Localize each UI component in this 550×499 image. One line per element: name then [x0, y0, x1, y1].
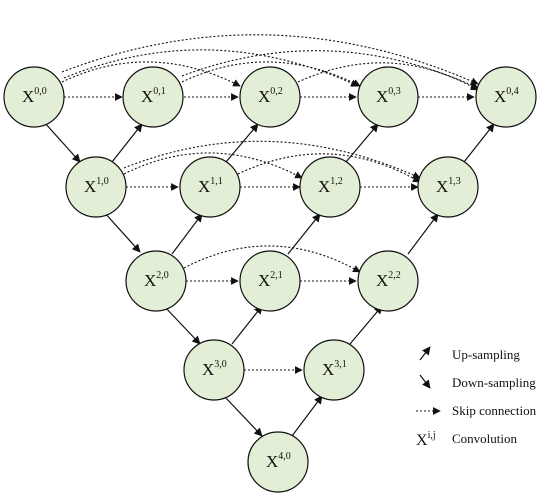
node-base: X	[258, 87, 270, 106]
skip-x01-x03	[181, 61, 361, 87]
legend: Up-sampling Down-sampling Skip connectio…	[416, 346, 537, 449]
svg-text:X1,0: X1,0	[84, 176, 109, 196]
node-base: X	[318, 177, 330, 196]
up-x12-x03	[345, 123, 379, 163]
node-sup: 0,2	[270, 86, 283, 97]
node-x03: X0,3	[357, 66, 419, 128]
skip-x11-x13	[237, 153, 421, 183]
legend-up-label: Up-sampling	[452, 347, 520, 362]
node-x00: X0,0	[3, 66, 65, 128]
node-base: X	[84, 177, 96, 196]
node-base: X	[494, 87, 506, 106]
node-x02: X0,2	[239, 66, 301, 128]
skip-x10-x12	[123, 152, 303, 179]
up-x21-x12	[287, 213, 321, 255]
up-sampling-edges	[111, 123, 495, 437]
svg-text:X1,1: X1,1	[198, 176, 223, 196]
up-x31-x22	[349, 305, 383, 345]
legend-skip-label: Skip connection	[452, 403, 537, 418]
svg-text:X0,2: X0,2	[258, 86, 283, 106]
legend-down-arrow-icon	[419, 374, 431, 389]
up-x13-x04	[463, 123, 495, 163]
skip-connections	[61, 34, 479, 374]
skip-x00-x02	[61, 61, 241, 87]
node-sup: 0,0	[34, 86, 47, 97]
node-sup: 4,0	[278, 451, 291, 462]
node-base: X	[198, 177, 210, 196]
node-sup: 0,4	[506, 86, 519, 97]
node-x31: X3,1	[303, 339, 365, 401]
node-base: X	[266, 452, 278, 471]
legend-up-arrow-icon	[419, 346, 431, 361]
node-x11: X1,1	[179, 156, 241, 218]
node-x21: X2,1	[239, 250, 301, 312]
down-x20-x30	[163, 305, 201, 345]
node-x30: X3,0	[183, 339, 245, 401]
up-x30-x21	[231, 305, 263, 345]
down-x30-x40	[223, 395, 263, 437]
node-x20: X2,0	[125, 250, 187, 312]
node-base: X	[22, 87, 34, 106]
legend-conv-label: Convolution	[452, 431, 518, 446]
up-x40-x31	[291, 395, 323, 437]
up-x11-x02	[225, 123, 259, 163]
skip-x00-x03	[63, 49, 359, 87]
node-sup: 1,1	[210, 176, 223, 187]
node-x40: X4,0	[247, 431, 309, 493]
svg-text:X3,0: X3,0	[202, 359, 227, 379]
svg-text:X0,3: X0,3	[376, 86, 401, 106]
node-sup: 2,2	[388, 270, 401, 281]
skip-x01-x04	[181, 50, 479, 89]
svg-text:X0,0: X0,0	[22, 86, 47, 106]
node-base: X	[322, 360, 334, 379]
node-base: X	[144, 271, 156, 290]
down-x00-x10	[43, 121, 81, 163]
svg-text:X3,1: X3,1	[322, 359, 347, 379]
legend-down-label: Down-sampling	[452, 375, 536, 390]
node-base: X	[258, 271, 270, 290]
node-sup: 1,2	[330, 176, 343, 187]
svg-text:X1,2: X1,2	[318, 176, 343, 196]
node-x01: X0,1	[122, 66, 184, 128]
node-sup: 2,0	[156, 270, 169, 281]
up-x10-x01	[111, 123, 143, 163]
node-base: X	[436, 177, 448, 196]
node-base: X	[141, 87, 153, 106]
node-x12: X1,2	[299, 156, 361, 218]
skip-x02-x04	[297, 62, 479, 91]
svg-text:X2,1: X2,1	[258, 270, 283, 290]
svg-text:X0,4: X0,4	[494, 86, 519, 106]
svg-text:X2,2: X2,2	[376, 270, 401, 290]
skip-x10-x13	[123, 140, 421, 179]
node-sup: 3,1	[334, 359, 347, 370]
node-base: X	[376, 87, 388, 106]
node-sup: 0,1	[153, 86, 166, 97]
down-x10-x20	[103, 211, 141, 253]
node-x13: X1,3	[417, 156, 479, 218]
node-x22: X2,2	[357, 250, 419, 312]
node-sup: 3,0	[214, 359, 227, 370]
skip-x00-x04	[61, 34, 479, 85]
node-base: X	[376, 271, 388, 290]
node-x10: X1,0	[65, 156, 127, 218]
svg-text:X0,1: X0,1	[141, 86, 166, 106]
node-x04: X0,4	[475, 66, 537, 128]
svg-text:X1,3: X1,3	[436, 176, 461, 196]
node-sup: 0,3	[388, 86, 401, 97]
node-base: X	[202, 360, 214, 379]
svg-text:X4,0: X4,0	[266, 451, 291, 471]
node-sup: 2,1	[270, 270, 283, 281]
up-x20-x11	[171, 213, 203, 255]
svg-text:X2,0: X2,0	[144, 270, 169, 290]
node-sup: 1,0	[96, 176, 109, 187]
skip-x20-x22	[183, 245, 361, 273]
legend-conv-symbol: Xi,j	[416, 430, 436, 449]
up-x22-x13	[407, 213, 439, 255]
node-sup: 1,3	[448, 176, 461, 187]
down-sampling-edges	[43, 121, 263, 437]
